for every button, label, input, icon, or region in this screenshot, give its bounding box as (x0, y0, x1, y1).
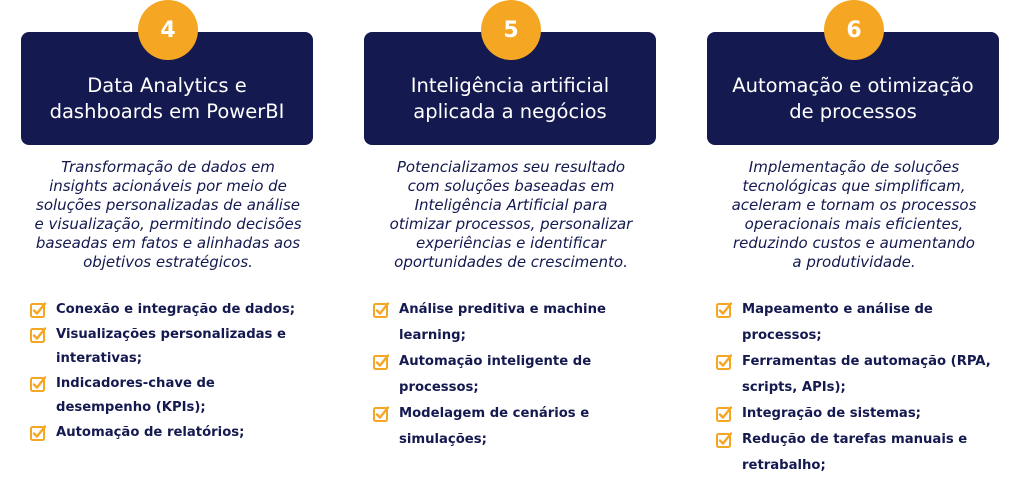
service-title: Inteligência artificial aplicada a negóc… (410, 74, 610, 123)
checkbox-checked-icon (716, 432, 733, 448)
checkbox-checked-icon (716, 354, 733, 370)
list-item-label: Integração de sistemas; (742, 406, 921, 421)
checkbox-checked-icon (30, 302, 47, 318)
checkbox-checked-icon (373, 302, 390, 318)
list-item: Integração de sistemas; (716, 401, 1006, 427)
list-item-label: Ferramentas de automação (RPA, scripts, … (742, 354, 991, 395)
list-item: Visualizações personalizadas e interativ… (30, 323, 320, 372)
number-badge: 5 (481, 0, 541, 60)
feature-list: Análise preditiva e machine learning; Au… (373, 297, 663, 453)
list-item-label: Análise preditiva e machine learning; (399, 302, 606, 343)
checkbox-checked-icon (716, 406, 733, 422)
checkbox-checked-icon (373, 354, 390, 370)
list-item-label: Mapeamento e análise de processos; (742, 302, 933, 343)
list-item: Automação inteligente de processos; (373, 349, 663, 401)
list-item-label: Automação de relatórios; (56, 424, 245, 440)
list-item: Automação de relatórios; (30, 421, 320, 446)
list-item-label: Modelagem de cenários e simulações; (399, 406, 590, 447)
list-item: Redução de tarefas manuais e retrabalho; (716, 427, 1006, 479)
list-item: Ferramentas de automação (RPA, scripts, … (716, 349, 1006, 401)
list-item-label: Visualizações personalizadas e interativ… (56, 326, 286, 367)
service-description: Transformação de dados em insights acion… (34, 158, 302, 271)
checkbox-checked-icon (373, 406, 390, 422)
service-title: Automação e otimização de processos (732, 74, 974, 123)
list-item-label: Redução de tarefas manuais e retrabalho; (742, 432, 968, 473)
checkbox-checked-icon (30, 375, 47, 392)
list-item: Conexão e integração de dados; (30, 298, 320, 323)
checkbox-checked-icon (30, 326, 47, 343)
number-badge: 4 (138, 0, 198, 60)
list-item-label: Conexão e integração de dados; (56, 302, 295, 317)
list-item: Indicadores-chave de desempenho (KPIs); (30, 372, 320, 421)
list-item: Análise preditiva e machine learning; (373, 297, 663, 349)
feature-list: Mapeamento e análise de processos; Ferra… (716, 297, 1006, 479)
service-description: Potencializamos seu resultado com soluçõ… (389, 158, 633, 271)
list-item-label: Indicadores-chave de desempenho (KPIs); (56, 375, 215, 416)
service-title: Data Analytics e dashboards em PowerBI (49, 74, 285, 123)
list-item: Modelagem de cenários e simulações; (373, 401, 663, 453)
checkbox-checked-icon (716, 302, 733, 318)
feature-list: Conexão e integração de dados; Visualiza… (30, 298, 320, 445)
service-description: Implementação de soluções tecnológicas q… (731, 158, 977, 271)
number-badge: 6 (824, 0, 884, 60)
list-item-label: Automação inteligente de processos; (399, 354, 592, 395)
service-card: Data Analytics e dashboards em PowerBI (21, 32, 313, 145)
checkbox-checked-icon (30, 424, 47, 441)
list-item: Mapeamento e análise de processos; (716, 297, 1006, 349)
